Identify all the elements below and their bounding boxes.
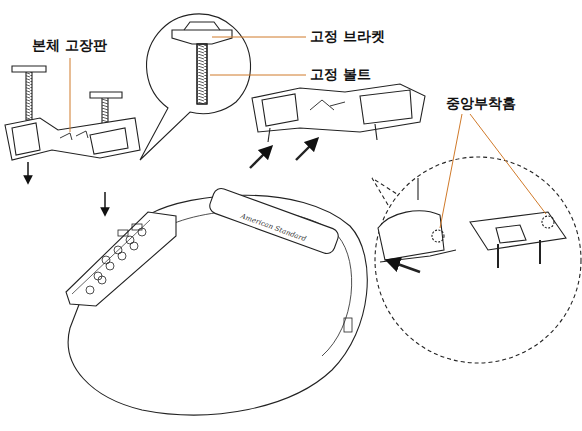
center-plate <box>250 84 425 168</box>
bidet-seat <box>66 186 367 415</box>
left-plate-assembly <box>5 66 140 212</box>
part-label: 본체 고장판 <box>32 38 107 53</box>
part-label: 고정 브라켓 <box>310 29 385 44</box>
magnifier-callout <box>140 14 251 160</box>
detail-circle <box>372 157 581 363</box>
part-label: 고정 볼트 <box>310 67 371 82</box>
part-label: 중앙부착홈 <box>446 96 516 111</box>
leader-lines <box>70 37 546 228</box>
